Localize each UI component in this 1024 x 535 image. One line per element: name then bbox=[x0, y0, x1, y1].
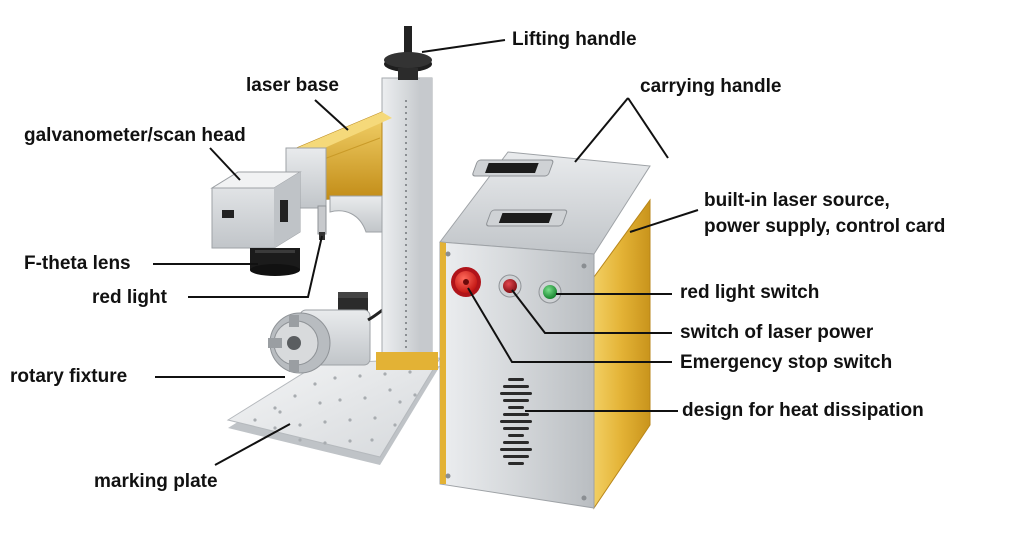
scan-head-shape bbox=[210, 171, 327, 276]
label-red-light-switch: red light switch bbox=[680, 282, 820, 303]
leader-laser-base bbox=[314, 99, 349, 131]
label-laser-source-line1: built-in laser source, bbox=[704, 190, 890, 211]
leader-laser-source bbox=[629, 209, 699, 233]
lifting-column-shape bbox=[376, 26, 438, 370]
leader-marking-plate bbox=[214, 423, 291, 466]
leader-lifting-handle bbox=[421, 39, 506, 53]
label-marking-plate: marking plate bbox=[94, 471, 218, 492]
label-f-theta-lens: F-theta lens bbox=[24, 253, 131, 274]
label-laser-base: laser base bbox=[246, 75, 339, 96]
leader-emergency-stop bbox=[467, 287, 672, 363]
rotary-fixture-shape bbox=[268, 292, 406, 374]
label-red-light: red light bbox=[92, 287, 167, 308]
leader-laser-power bbox=[511, 289, 672, 334]
label-galvanometer: galvanometer/scan head bbox=[24, 125, 246, 146]
leader-carrying-handle-b bbox=[627, 97, 669, 159]
label-switch-laser-power: switch of laser power bbox=[680, 322, 874, 343]
marking-plate-shape bbox=[226, 357, 441, 465]
label-heat-dissipation: design for heat dissipation bbox=[682, 400, 924, 421]
laser-base-arm-shape bbox=[285, 111, 392, 233]
laser-cabinet-shape bbox=[439, 151, 651, 510]
label-laser-source-line2: power supply, control card bbox=[704, 216, 946, 237]
label-carrying-handle: carrying handle bbox=[640, 76, 782, 97]
leader-carrying-handle-a bbox=[574, 97, 629, 163]
leader-galvanometer bbox=[209, 147, 241, 181]
label-lifting-handle: Lifting handle bbox=[512, 29, 637, 50]
label-rotary-fixture: rotary fixture bbox=[10, 366, 128, 387]
label-emergency-stop: Emergency stop switch bbox=[680, 352, 893, 373]
leader-red-light bbox=[188, 235, 323, 298]
